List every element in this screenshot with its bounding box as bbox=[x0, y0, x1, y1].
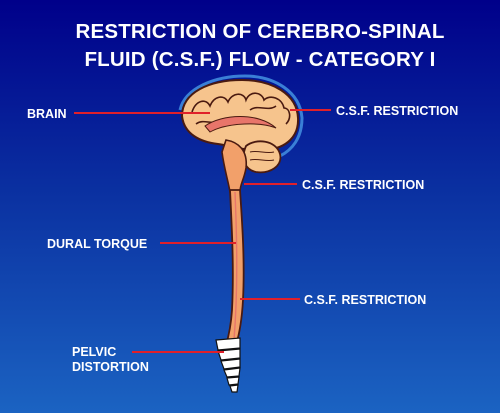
spinal-canal bbox=[233, 191, 238, 341]
ventricle-band bbox=[204, 116, 277, 133]
cerebellum-folds bbox=[249, 150, 275, 162]
label-csf-restriction-top: C.S.F. RESTRICTION bbox=[336, 104, 459, 118]
label-pelvic-line1: PELVIC bbox=[72, 345, 117, 359]
label-csf-restriction-middle: C.S.F. RESTRICTION bbox=[302, 178, 425, 192]
brainstem bbox=[221, 139, 248, 193]
title-line-2: FLUID (C.S.F.) FLOW - CATEGORY I bbox=[84, 48, 436, 71]
label-brain: BRAIN bbox=[27, 107, 67, 121]
label-csf-restriction-lower: C.S.F. RESTRICTION bbox=[304, 293, 427, 307]
label-dural-torque: DURAL TORQUE bbox=[47, 237, 148, 251]
title-line-1: RESTRICTION OF CEREBRO-SPINAL bbox=[75, 20, 445, 43]
cerebrum bbox=[180, 78, 300, 152]
label-pelvic-line2: DISTORTION bbox=[72, 360, 149, 374]
meninges-outline bbox=[178, 74, 304, 158]
leader-lines bbox=[74, 109, 331, 353]
sacrum bbox=[215, 337, 241, 393]
label-pelvic-distortion: PELVIC DISTORTION bbox=[72, 345, 149, 375]
cerebellum bbox=[242, 140, 282, 174]
